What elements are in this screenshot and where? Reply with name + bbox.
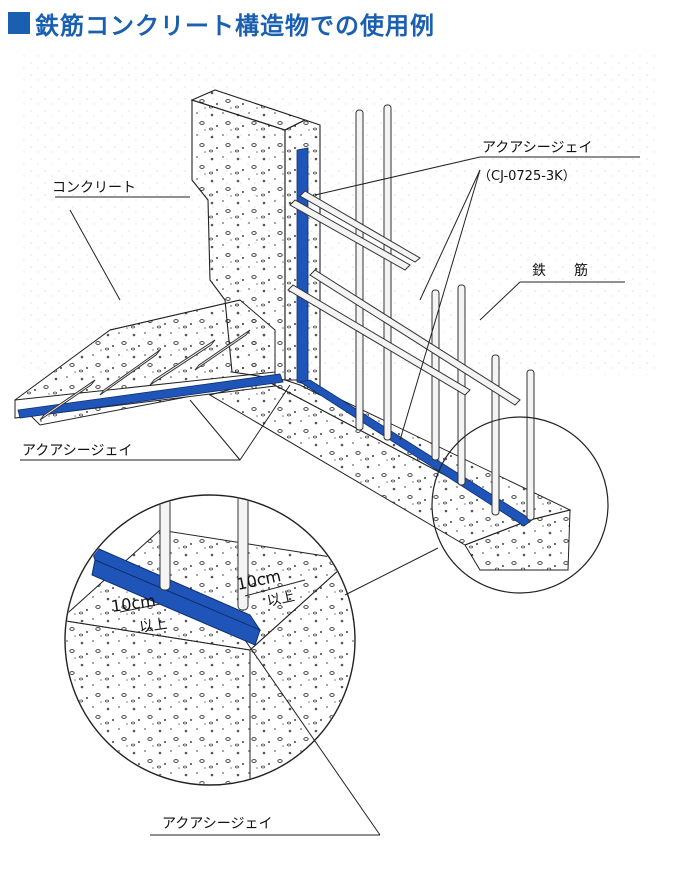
diagram-title: 鉄筋コンクリート構造物での使用例 [8, 6, 435, 40]
leader-lines [20, 156, 640, 836]
detail-circle-small [431, 416, 609, 594]
label-product-code: （CJ-0725-3K） [478, 169, 576, 184]
concrete-wall [190, 89, 321, 396]
dim-left-sub: 以上 [138, 616, 168, 636]
title-square-icon [8, 12, 30, 34]
detail-connector [344, 547, 439, 596]
label-product-left: アクアシージェイ [22, 443, 132, 459]
dim-right-sub: 以上 [266, 588, 297, 609]
label-product-top: アクアシージェイ [482, 140, 592, 156]
rebars [39, 104, 535, 521]
label-product-bottom: アクアシージェイ [162, 816, 272, 832]
label-concrete: コンクリート [52, 180, 136, 196]
title-text: 鉄筋コンクリート構造物での使用例 [35, 11, 435, 40]
label-rebar: 鉄 筋 [532, 262, 588, 279]
